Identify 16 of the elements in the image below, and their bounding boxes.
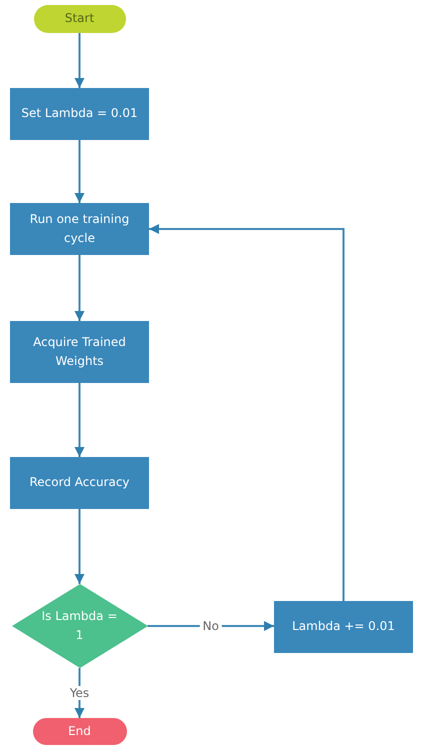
arrow — [74, 509, 84, 584]
arrow — [148, 621, 274, 631]
edge-label: No — [200, 619, 222, 633]
process-box: Lambda += 0.01 — [274, 601, 413, 653]
arrow — [74, 140, 84, 203]
terminal-pill: Start — [34, 5, 126, 33]
process-box: Acquire Trained Weights — [10, 321, 149, 383]
process-box: Record Accuracy — [10, 457, 149, 509]
arrow — [149, 224, 344, 601]
arrow — [74, 255, 84, 321]
decision-text: Is Lambda = 1 — [40, 608, 118, 644]
process-box: Run one training cycle — [10, 203, 149, 255]
arrow — [74, 33, 84, 88]
terminal-pill: End — [32, 718, 126, 745]
arrow — [74, 383, 84, 457]
process-box: Set Lambda = 0.01 — [10, 88, 149, 140]
